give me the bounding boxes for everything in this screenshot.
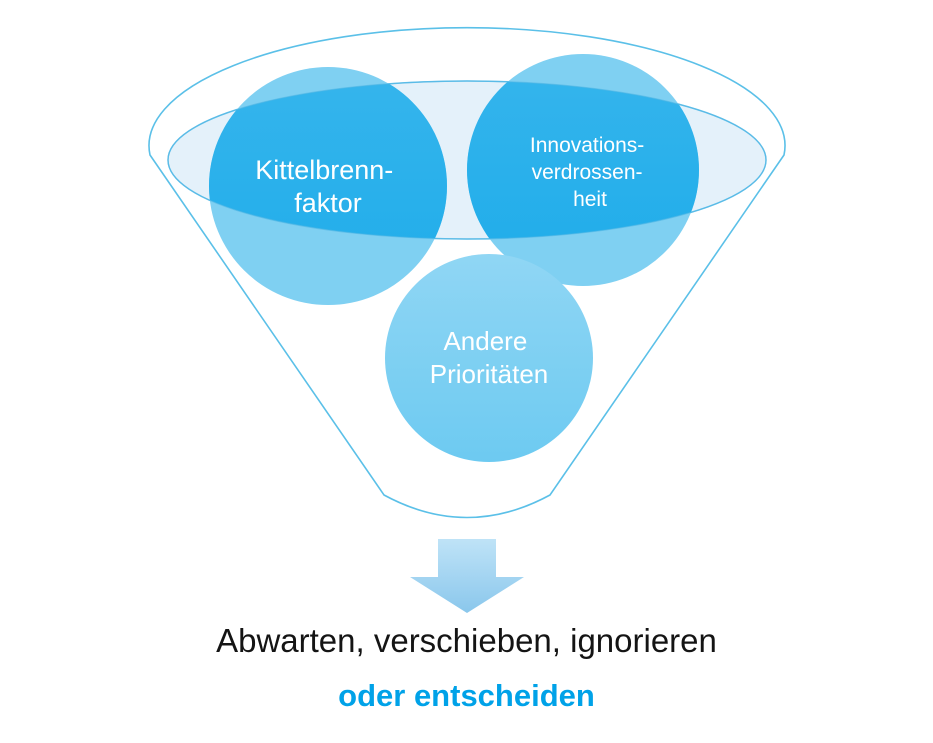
circle-kittelbrennfaktor-inner <box>209 81 447 239</box>
label-andere-prioritaeten: Andere Prioritäten <box>430 326 549 389</box>
down-arrow-icon <box>410 539 524 613</box>
caption-highlight: oder entscheiden <box>338 678 595 713</box>
label-kittelbrennfaktor: Kittelbrenn- faktor <box>255 155 401 218</box>
funnel-rim-line <box>167 80 767 240</box>
caption-main: Abwarten, verschieben, ignorieren <box>216 622 717 659</box>
label-innovationsverdrossenheit: Innovations- verdrossen- heit <box>530 134 650 211</box>
circle-andere-prioritaeten <box>385 254 593 462</box>
